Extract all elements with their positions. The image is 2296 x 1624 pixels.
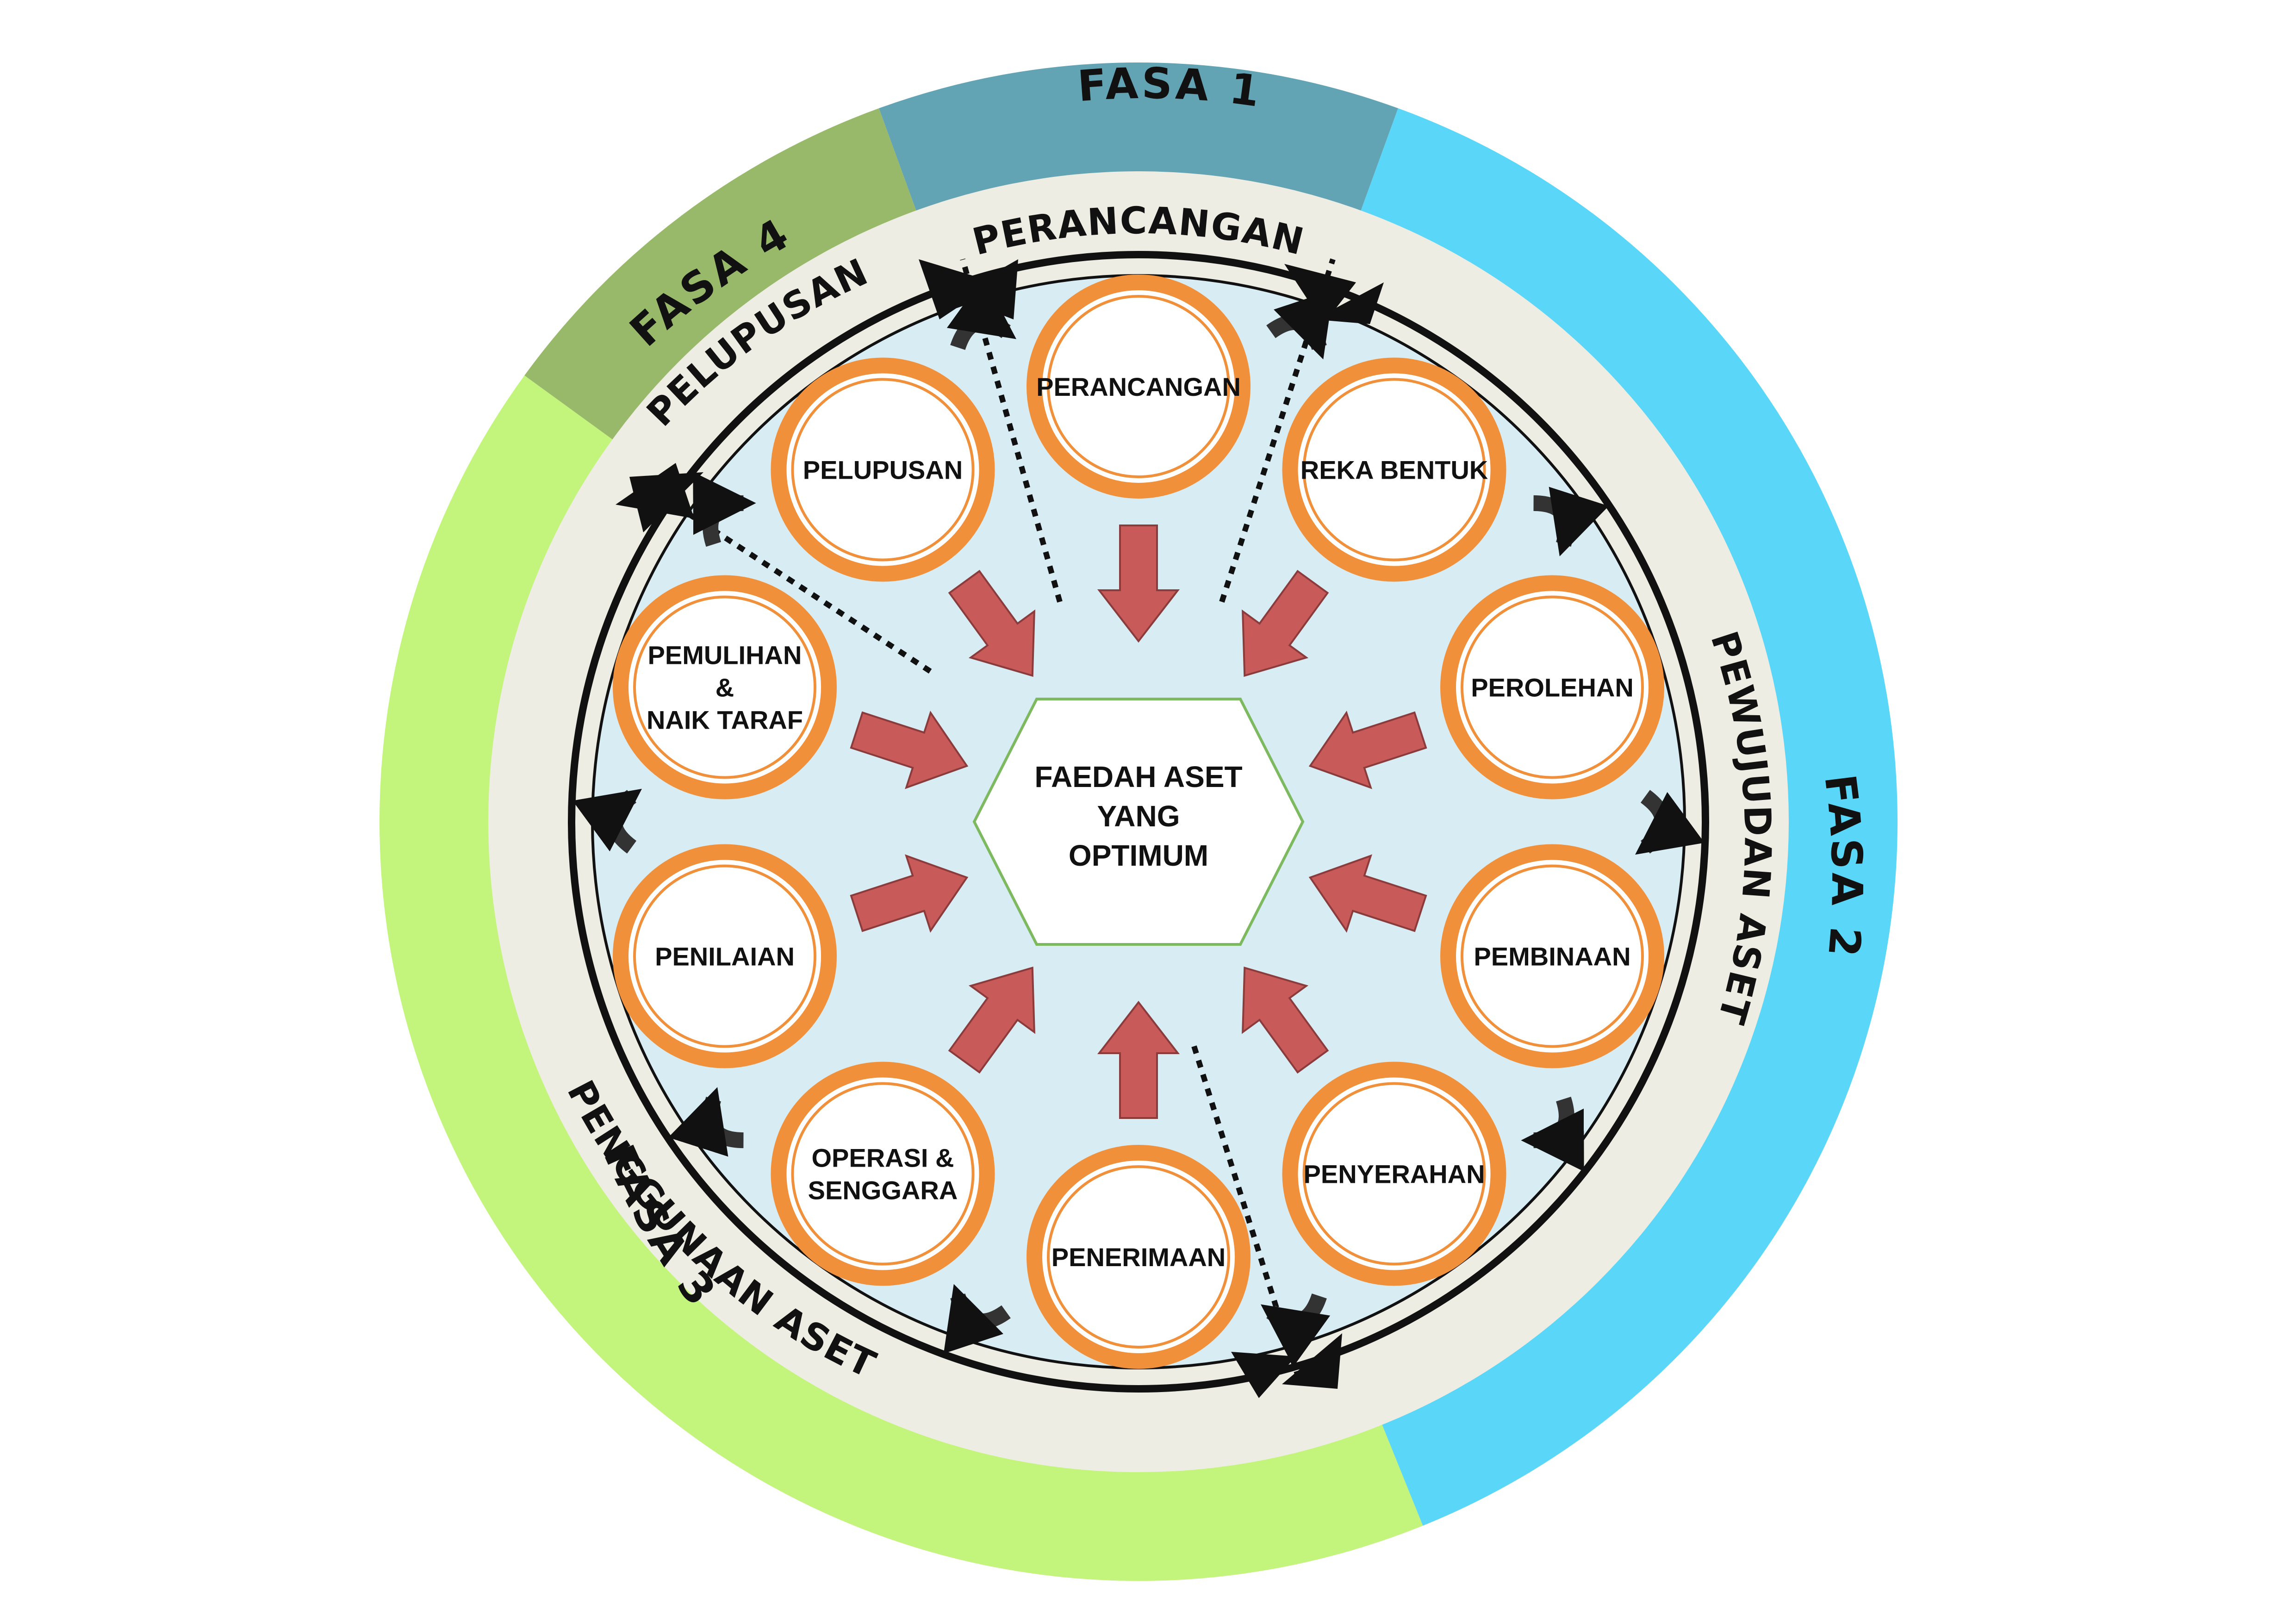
center-goal: FAEDAH ASET YANG OPTIMUM [972,698,1305,946]
node-inner-ring [791,378,975,562]
center-arrow [850,854,969,933]
cycle-arrow [572,788,642,854]
center-arrow [1308,854,1427,933]
center-arrow [948,966,1035,1074]
center-arrow [1242,569,1329,677]
node-label: PENERIMAAN [1052,1243,1226,1272]
phase-segment-fasa3 [379,375,1423,1581]
node-ring [613,575,837,800]
node-ring [771,1062,995,1286]
node-inner-ring [1302,378,1486,562]
node-inner-ring [1047,1165,1230,1349]
cycle-arrow [946,276,1017,350]
cycle-arrow [943,1284,1011,1354]
node-ring [1440,844,1664,1068]
node-label: PEMULIHAN [648,641,802,670]
node-label: PERANCANGAN [1036,372,1241,401]
node-ring [1027,275,1251,499]
node-inner-ring [633,864,817,1048]
node-penerimaan: PENERIMAAN [1027,1145,1251,1369]
node-penyerahan: PENYERAHAN [1282,1062,1506,1286]
node-ring [1440,575,1664,800]
node-label: PENILAIAN [655,942,795,971]
center-label-line-1: FAEDAH ASET [1034,760,1242,793]
node-pembinaan: PEMBINAAN [1440,844,1664,1068]
cycle-arrow [1260,1293,1331,1367]
center-arrow [1097,525,1180,643]
node-label: SENGGARA [808,1175,958,1205]
node-inner-ring [633,595,817,779]
cycle-arrow [1635,790,1705,855]
center-label-line-2: YANG [1097,800,1180,833]
node-inner-ring [1302,1082,1486,1266]
center-arrow [1242,966,1329,1074]
node-label: OPERASI & [811,1143,954,1172]
center-arrows [850,525,1427,1119]
phase-label-fasa2: FASA 2 [1815,772,1872,962]
cycle-ring-line [568,251,1709,1393]
node-ring [1282,357,1506,582]
center-hexagon [972,698,1305,946]
node-label: PEROLEHAN [1471,673,1634,702]
node-label: PEMBINAAN [1474,942,1630,971]
node-ring [1282,1062,1506,1286]
node-penilaian: PENILAIAN [613,844,837,1068]
phase-ring [379,62,1898,1581]
node-label: REKA BENTUK [1300,456,1488,485]
node-inner-ring [791,1082,975,1266]
node-inner-ring [1460,595,1644,779]
node-label: PENYERAHAN [1303,1159,1485,1188]
node-reka-bentuk: REKA BENTUK [1282,357,1506,582]
center-arrow [850,711,969,789]
cycle-arrow [693,472,756,547]
center-label-line-3: OPTIMUM [1069,839,1208,872]
node-perolehan: PEROLEHAN [1440,575,1664,800]
node-label: PELUPUSAN [803,456,963,485]
phase-segment-fasa1 [879,62,1398,213]
node-pemulihan-naik-taraf: PEMULIHAN & NAIK TARAF [613,575,837,800]
node-ring [771,357,995,582]
center-arrow [1097,1000,1180,1119]
node-perancangan: PERANCANGAN [1027,275,1251,499]
node-inner-ring [1460,864,1644,1048]
node-label: & [716,673,734,702]
node-operasi-senggara: OPERASI & SENGGARA [771,1062,995,1286]
cycle-arrow [668,1087,744,1157]
phase-segment-fasa2 [1360,108,1898,1526]
phase-segment-fasa4 [524,108,917,441]
node-label: NAIK TARAF [647,706,803,735]
center-arrow [948,569,1035,677]
node-ring [1027,1145,1251,1369]
cycle-arrow [1521,1096,1584,1172]
center-arrow [1308,711,1427,789]
node-inner-ring [1047,295,1230,478]
node-ring [613,844,837,1068]
stage-nodes: PERANCANGAN REKA BENTUK PEROLEHAN PEMBINAAN… [613,275,1664,1369]
cycle-arrow [1266,289,1334,360]
cycle-arrow [1533,487,1609,556]
cycle-arrows [572,276,1705,1367]
node-pelupusan: PELUPUSAN [771,357,995,582]
